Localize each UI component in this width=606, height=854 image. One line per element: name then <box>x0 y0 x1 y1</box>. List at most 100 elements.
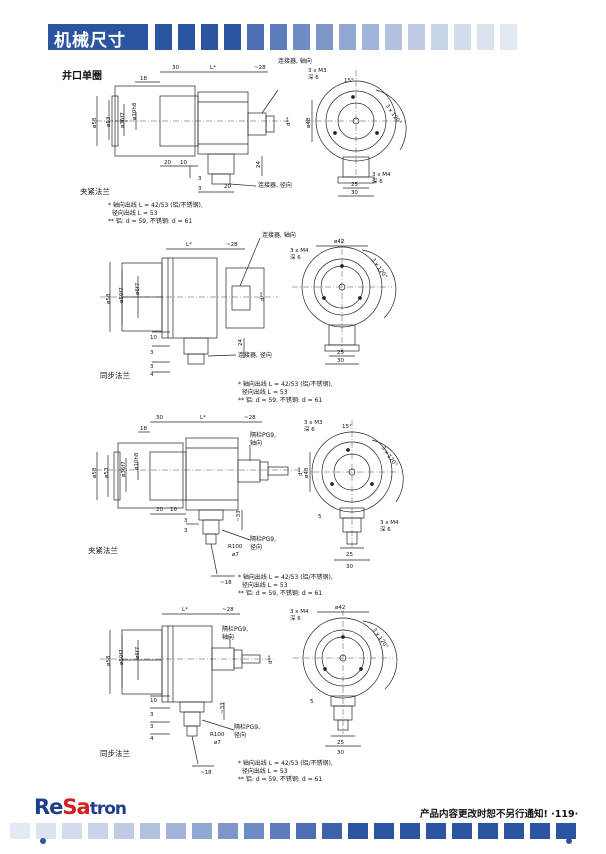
header-decoration <box>155 24 517 50</box>
svg-text:3 x M3: 3 x M3 <box>304 420 323 426</box>
caption-clamping-flange-1: 夹紧法兰 <box>80 187 110 196</box>
svg-text:L*: L* <box>182 607 188 613</box>
svg-text:~28: ~28 <box>254 65 266 71</box>
label-gland-axial: 隔栏PG9, 轴向 <box>250 432 276 447</box>
footer-dot-right <box>566 838 572 844</box>
caption-synchro-flange-2: 同步法兰 <box>100 749 130 758</box>
svg-text:3: 3 <box>150 350 154 356</box>
label-gland-radial: 隔栏PG9, 径向 <box>250 536 276 551</box>
svg-text:30: 30 <box>337 750 344 756</box>
svg-text:3: 3 <box>150 364 154 370</box>
svg-text:~28: ~28 <box>222 607 234 613</box>
logo-part-tron: tron <box>89 799 127 819</box>
svg-text:3: 3 <box>198 186 202 192</box>
svg-text:ø50f7: ø50f7 <box>119 287 125 303</box>
svg-text:深 6: 深 6 <box>372 177 383 185</box>
svg-text:ø7: ø7 <box>214 740 221 746</box>
drawing-4-front-view: ø42 3 x 120° 25 30 5 3 x M4 深 6 <box>290 605 398 756</box>
svg-text:d**: d** <box>268 655 274 664</box>
svg-text:3: 3 <box>150 712 154 718</box>
svg-text:25: 25 <box>337 740 344 746</box>
svg-text:~18: ~18 <box>220 580 232 586</box>
label-connector-axial: 连接器, 轴向 <box>278 58 312 65</box>
drawing-4-side-view: L* ~28 ø58 ø50f7 ø6f7 10 3 3 4 ~33 R100 … <box>100 607 274 776</box>
svg-text:3: 3 <box>198 176 202 182</box>
svg-text:18: 18 <box>140 76 147 82</box>
svg-text:ø53: ø53 <box>104 467 110 478</box>
svg-text:深 6: 深 6 <box>304 425 315 433</box>
svg-text:深 6: 深 6 <box>290 253 301 261</box>
svg-text:20: 20 <box>224 184 231 190</box>
svg-text:ø48: ø48 <box>304 467 310 478</box>
svg-text:R100: R100 <box>210 732 225 738</box>
svg-text:ø42: ø42 <box>335 605 345 611</box>
note-4: * 轴向出线 L = 42/53 (铝/不锈钢), 径向出线 L = 53 **… <box>238 760 333 783</box>
svg-text:24: 24 <box>256 161 262 168</box>
svg-text:4: 4 <box>150 372 154 378</box>
note-3: * 轴向出线 L = 42/53 (铝/不锈钢), 径向出线 L = 53 **… <box>238 574 333 597</box>
svg-text:3 x M4: 3 x M4 <box>290 609 309 615</box>
svg-text:ø10h8: ø10h8 <box>134 452 140 470</box>
svg-text:10: 10 <box>150 698 157 704</box>
caption-clamping-flange-2: 夹紧法兰 <box>88 546 118 555</box>
drawing-3-front-view: ø48 15° 3 x 120° 25 30 5 3 x M3 深 6 3 x … <box>302 420 404 570</box>
svg-text:3: 3 <box>184 528 188 534</box>
svg-text:10: 10 <box>150 335 157 341</box>
svg-text:~28: ~28 <box>226 242 238 248</box>
svg-text:ø48: ø48 <box>306 117 312 128</box>
svg-text:3: 3 <box>150 724 154 730</box>
svg-text:R100: R100 <box>228 544 243 550</box>
svg-text:3 x M4: 3 x M4 <box>380 520 399 526</box>
svg-text:10: 10 <box>170 507 177 513</box>
svg-text:18: 18 <box>140 426 147 432</box>
svg-text:深 6: 深 6 <box>308 73 319 81</box>
drawing-1-front-view: ø48 15° 3 x 120° 25 30 3 x M3 深 6 3 x M4… <box>305 68 407 197</box>
svg-text:30: 30 <box>156 415 163 421</box>
svg-text:5: 5 <box>318 514 322 520</box>
svg-text:~28: ~28 <box>244 415 256 421</box>
svg-text:20: 20 <box>164 160 171 166</box>
drawing-1-side-view: 30 L* ~28 18 ø58 ø53 ø36f7 ø10h8 20 10 3… <box>92 65 292 193</box>
svg-text:20: 20 <box>156 507 163 513</box>
label-gland-axial-2: 隔栏PG9, 轴向 <box>222 626 248 641</box>
svg-text:ø10h8: ø10h8 <box>132 102 138 120</box>
drawing-3-side-view: 30 L* ~28 18 ø58 ø53 ø36f7 ø10h8 20 10 3… <box>92 415 304 586</box>
svg-text:d**: d** <box>286 117 292 126</box>
label-connector-radial: 连接器, 径向 <box>258 182 292 189</box>
svg-text:3 x M4: 3 x M4 <box>290 248 309 254</box>
brand-logo: ReSatron <box>34 795 127 819</box>
label-connector-radial-2: 连接器, 径向 <box>238 352 272 359</box>
svg-text:3 x 120°: 3 x 120° <box>370 257 389 280</box>
svg-text:5: 5 <box>310 699 314 705</box>
svg-text:深 6: 深 6 <box>380 525 391 533</box>
svg-text:25: 25 <box>351 182 358 188</box>
header-bar <box>48 24 148 50</box>
svg-text:ø58: ø58 <box>92 117 98 128</box>
svg-text:3: 3 <box>184 518 188 524</box>
svg-text:~33: ~33 <box>236 510 242 522</box>
label-gland-radial-2: 隔栏PG9, 径向 <box>234 724 260 739</box>
svg-text:~33: ~33 <box>220 702 226 714</box>
svg-text:15°: 15° <box>344 78 354 84</box>
svg-text:15°: 15° <box>342 424 352 430</box>
caption-synchro-flange-1: 同步法兰 <box>100 371 130 380</box>
footer-notice: 产品内容更改时恕不另行通知! ·119· <box>420 809 579 820</box>
logo-part-re: Re <box>34 795 63 819</box>
svg-text:3 x 120°: 3 x 120° <box>371 627 390 650</box>
svg-text:ø6f7: ø6f7 <box>135 646 141 659</box>
svg-text:ø58: ø58 <box>92 467 98 478</box>
svg-text:ø7: ø7 <box>232 552 239 558</box>
svg-text:ø36f7: ø36f7 <box>121 461 127 477</box>
svg-text:ø6f7: ø6f7 <box>135 282 141 295</box>
footer-decoration <box>10 823 576 839</box>
svg-text:25: 25 <box>337 350 344 356</box>
page-title: 机械尺寸 <box>54 31 126 51</box>
svg-text:ø58: ø58 <box>106 293 112 304</box>
note-1: * 轴向出线 L = 42/53 (铝/不锈钢), 径向出线 L = 53 **… <box>108 202 203 225</box>
svg-text:30: 30 <box>351 190 358 196</box>
section-title: 井口单圈 <box>62 71 102 82</box>
svg-text:深 6: 深 6 <box>290 614 301 622</box>
svg-text:L*: L* <box>186 242 192 248</box>
footer-dot-left <box>40 838 46 844</box>
